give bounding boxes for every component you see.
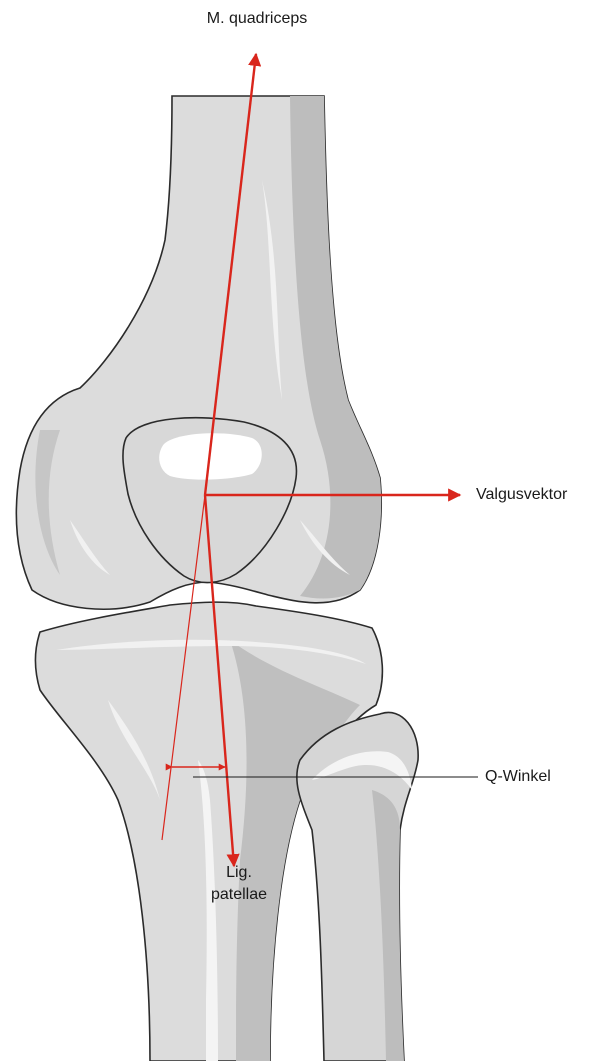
label-valgus-vector: Valgusvektor xyxy=(476,484,567,506)
fibula xyxy=(297,712,418,1061)
label-patellar-ligament-line2: patellae xyxy=(209,884,269,906)
label-q-angle: Q-Winkel xyxy=(485,766,551,788)
label-patellar-ligament: Lig. patellae xyxy=(209,862,269,905)
label-quadriceps: M. quadriceps xyxy=(0,8,514,30)
label-patellar-ligament-line1: Lig. xyxy=(209,862,269,884)
